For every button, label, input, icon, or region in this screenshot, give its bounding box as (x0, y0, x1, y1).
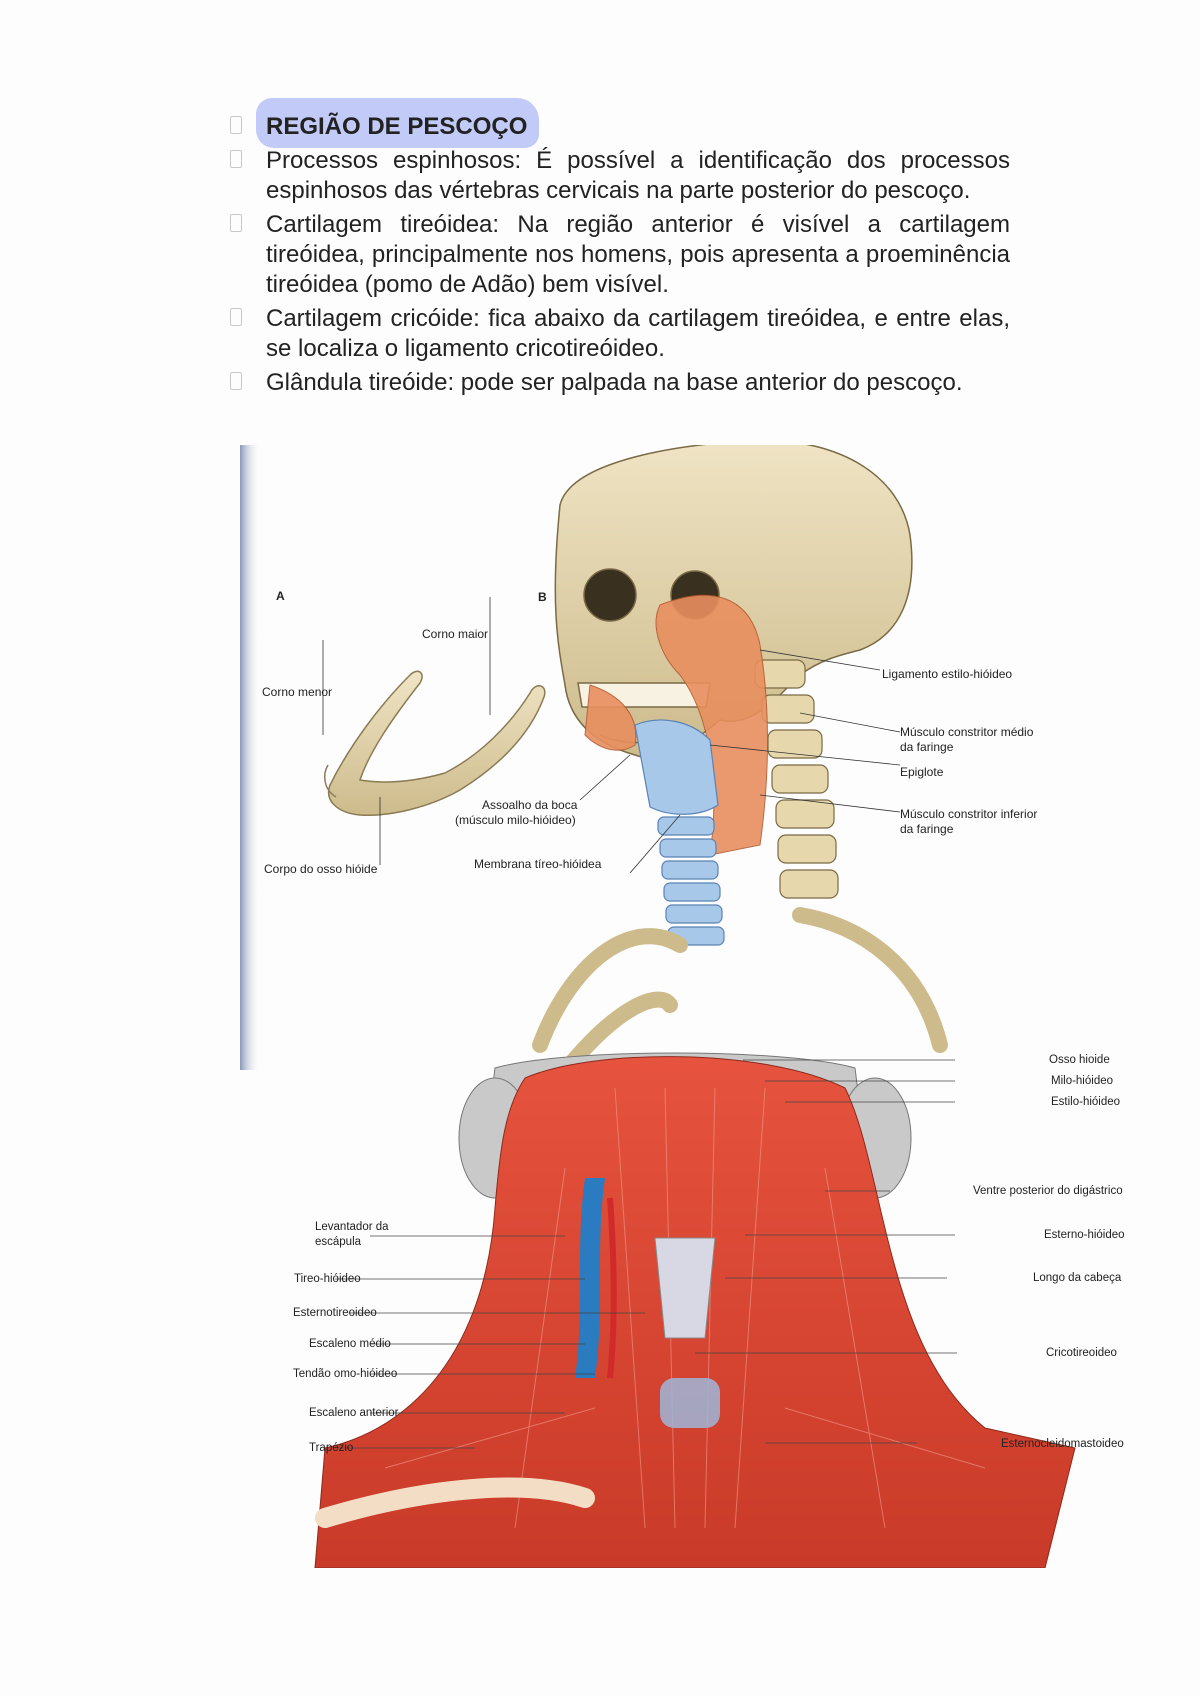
label-corno-menor: Corno menor (262, 685, 333, 699)
bullet-icon (230, 372, 242, 390)
neck-muscles-illustration (314, 1052, 1076, 1568)
bullet-icon (230, 116, 242, 134)
list-item: Glândula tireóide: pode ser palpada na b… (230, 368, 1010, 398)
label-corpo-hioide: Corpo do osso hióide (264, 862, 378, 876)
label-tendao-omo: Tendão omo-hióideo (293, 1368, 398, 1380)
label-constritor-inferior-sub: da faringe (900, 822, 954, 836)
label-escaleno-medio: Escaleno médio (309, 1338, 391, 1350)
jugular-vein (575, 1178, 605, 1378)
highlight-mark (256, 98, 540, 148)
label-osso-hioide: Osso hioide (1049, 1054, 1110, 1066)
label-ventre-digastrico: Ventre posterior do digástrico (973, 1185, 1123, 1197)
panel-label-a: A (276, 589, 285, 603)
neck-muscles-figure: Osso hioide Milo-hióideo Estilo-hióideo … (265, 1048, 1145, 1568)
carotid-artery (607, 1197, 617, 1379)
label-corno-maior: Corno maior (422, 627, 489, 641)
label-longo-cabeca: Longo da cabeça (1033, 1272, 1122, 1284)
skull (554, 445, 913, 759)
label-epiglote: Epiglote (900, 765, 944, 779)
label-estilo-hioideo: Estilo-hióideo (1051, 1096, 1121, 1108)
hyoid-figure: A B Corno maior Corno menor Corpo do oss… (240, 445, 1060, 1070)
label-membrana: Membrana tíreo-hióidea (474, 857, 602, 871)
leader-lines (322, 597, 901, 874)
label-milo-hioideo: Milo-hióideo (1051, 1075, 1114, 1087)
pharynx-muscles (584, 594, 768, 856)
larynx (654, 1237, 716, 1339)
label-ligamento: Ligamento estilo-hióideo (882, 667, 1013, 681)
hyoid-illustration (240, 445, 948, 1070)
clavicle-ribs (532, 907, 948, 1070)
thyroid-gland (660, 1378, 720, 1428)
list-item-heading: REGIÃO DE PESCOÇO (230, 98, 1010, 148)
clavicle (315, 1477, 595, 1528)
label-esterno-hioideo: Esterno-hióideo (1044, 1229, 1125, 1241)
bullet-icon (230, 150, 242, 168)
cervical-spine (754, 659, 839, 899)
larynx-trachea (634, 719, 725, 946)
leader-lines (335, 1059, 957, 1449)
hyoid-bone (323, 670, 546, 817)
list-item: Processos espinhosos: É possível a ident… (230, 146, 1010, 206)
label-constritor-inferior: Músculo constritor inferior (900, 807, 1038, 821)
list-item: Cartilagem tireóidea: Na região anterior… (230, 210, 1010, 300)
label-constritor-medio: Músculo constritor médio (900, 725, 1034, 739)
label-assoalho: Assoalho da boca (482, 798, 578, 812)
bullet-icon (230, 308, 242, 326)
list-item: Cartilagem cricóide: fica abaixo da cart… (230, 304, 1010, 364)
label-levantador: Levantador da (315, 1221, 389, 1233)
label-constritor-medio-sub: da faringe (900, 740, 954, 754)
label-tireo-hioideo: Tireo-hióideo (294, 1273, 361, 1285)
panel-label-b: B (538, 590, 547, 604)
topic-list: REGIÃO DE PESCOÇO Processos espinhosos: … (230, 98, 1010, 402)
label-escaleno-anterior: Escaleno anterior (309, 1407, 399, 1419)
label-cricotireoideo: Cricotireoideo (1046, 1347, 1117, 1359)
bullet-icon (230, 214, 242, 232)
muscle-striations (384, 1087, 986, 1529)
label-assoalho-sub: (músculo milo-hióideo) (455, 813, 576, 827)
section-title: REGIÃO DE PESCOÇO (256, 98, 540, 148)
label-esternotireoideo: Esternotireoideo (293, 1307, 377, 1319)
label-ecm: Esternocleidomastoideo (1001, 1438, 1124, 1450)
label-trapezio: Trapézio (309, 1442, 354, 1454)
label-levantador-sub: escápula (315, 1236, 362, 1248)
